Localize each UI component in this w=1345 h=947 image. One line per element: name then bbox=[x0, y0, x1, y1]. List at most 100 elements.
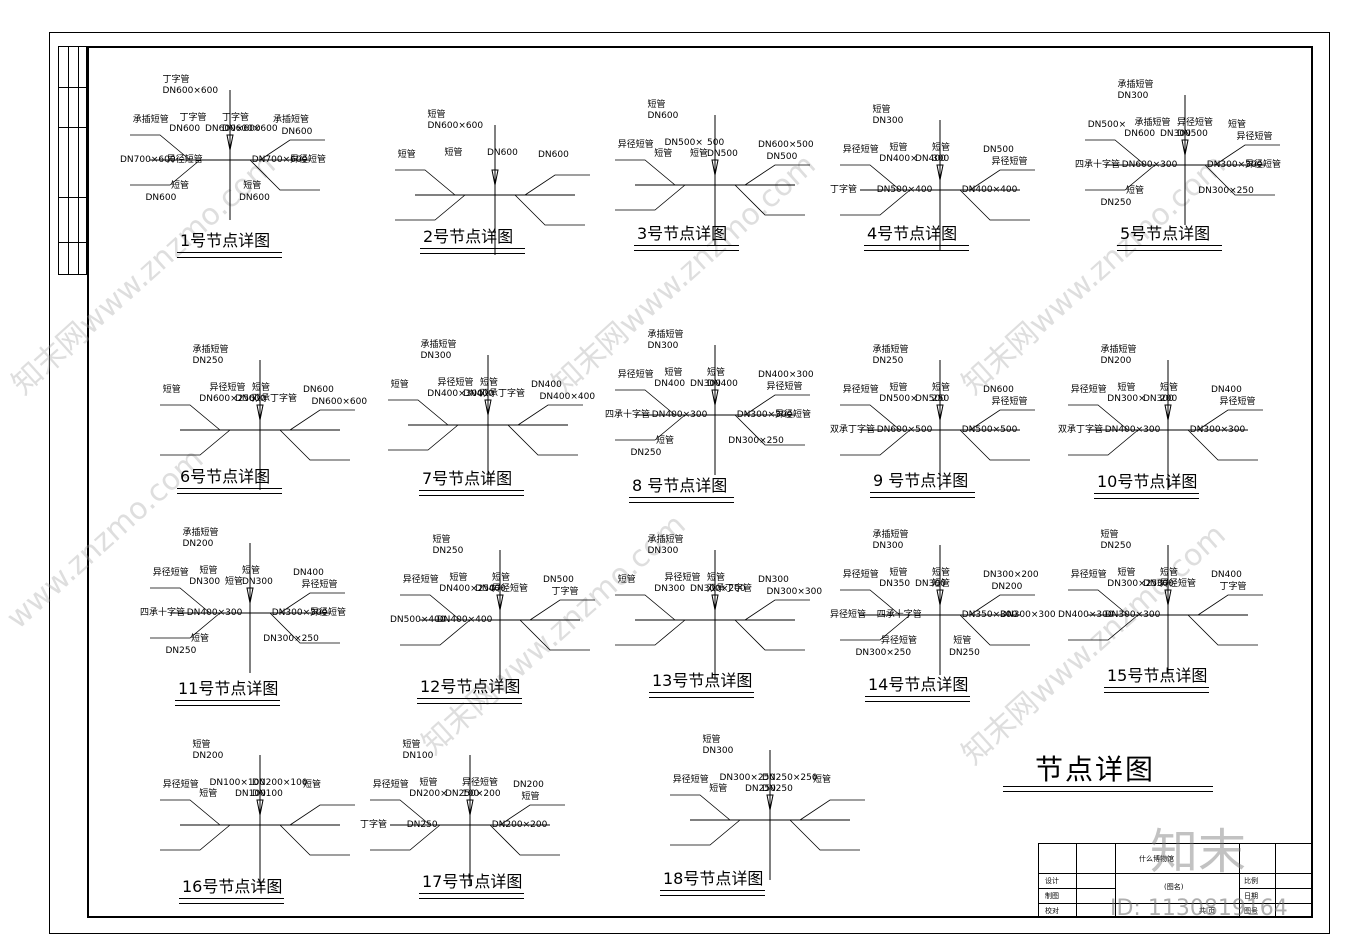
node-label: 异径短管 bbox=[462, 778, 499, 788]
node-label: DN400 bbox=[1211, 569, 1242, 580]
node-label: DN500 bbox=[543, 574, 574, 585]
node-label: 双承丁字管 bbox=[252, 394, 298, 405]
node-label: 异径短管 bbox=[1160, 579, 1197, 590]
node-label: 短管 bbox=[444, 148, 463, 158]
node-label: 短管 bbox=[707, 573, 726, 583]
title-block-date: 日期 bbox=[1244, 892, 1258, 900]
pipe-junction-sketch bbox=[840, 120, 1035, 250]
node-label: DN300 bbox=[758, 574, 789, 585]
node-label: DN300 bbox=[1143, 579, 1174, 590]
node-label: 短管 bbox=[1117, 383, 1136, 393]
node-label: DN700×600 bbox=[120, 154, 176, 165]
node-label: DN300×250 bbox=[728, 436, 784, 447]
node-label: 短管 bbox=[162, 384, 181, 395]
node-label: 短管 bbox=[191, 634, 210, 645]
node-label: 300 bbox=[1228, 424, 1246, 435]
node-title-underline bbox=[660, 890, 765, 896]
node-label: DN250 bbox=[762, 784, 793, 795]
node-label: 丁字管 bbox=[162, 75, 190, 85]
node-label: DN600 bbox=[239, 192, 270, 203]
node-label: DN250 bbox=[949, 647, 980, 658]
node-label: DN600×600 bbox=[205, 124, 261, 135]
node-label: 短管 bbox=[932, 143, 951, 153]
node-label: DN300× bbox=[1107, 394, 1146, 405]
node-label: DN500×500 bbox=[961, 424, 1018, 435]
node-label: DN400 bbox=[531, 379, 562, 390]
node-label: 承插短管 bbox=[182, 528, 219, 538]
node-title-underline bbox=[1104, 687, 1209, 693]
node-label: 短管 bbox=[656, 436, 675, 447]
node-label: DN400×300 bbox=[651, 409, 708, 420]
node-label: DN600×600 bbox=[311, 397, 368, 408]
node-label: 短管 bbox=[171, 181, 190, 192]
node-label: 异径短管 bbox=[372, 779, 409, 790]
node-label: DN300×250 bbox=[263, 634, 319, 645]
node-label: DN600×600 bbox=[162, 86, 219, 97]
node-label: 双承丁字管 bbox=[707, 584, 753, 595]
node-label: DN100 bbox=[235, 789, 266, 800]
node-label: 异径短管 bbox=[209, 383, 246, 393]
node-label: DN600 bbox=[145, 192, 177, 203]
node-label: 异径短管 bbox=[991, 397, 1028, 408]
title-block-design: 设计 bbox=[1045, 877, 1059, 885]
node-label: 短管 bbox=[199, 789, 218, 800]
node-label: 短管 bbox=[889, 568, 908, 578]
node-label: 异径短管 bbox=[1070, 384, 1107, 395]
node-label: 异径短管 bbox=[1245, 159, 1282, 170]
node-title-9: 9 号节点详图 bbox=[873, 471, 969, 490]
node-label: 异径短管 bbox=[290, 154, 327, 165]
node-label: 异径短管 bbox=[1219, 397, 1256, 408]
node-label: DN400×300 bbox=[758, 369, 814, 380]
node-label: 500 bbox=[707, 138, 725, 148]
node-label: DN250×200 bbox=[445, 789, 501, 800]
node-label: DN200 bbox=[991, 582, 1023, 593]
node-title-11: 11号节点详图 bbox=[178, 679, 279, 698]
node-label: DN400 bbox=[463, 389, 494, 400]
node-label: DN400×400 bbox=[961, 184, 1018, 195]
node-label: DN250×250 bbox=[762, 773, 818, 783]
node-label: DN400 bbox=[915, 154, 946, 165]
node-label: 异径短管 bbox=[437, 378, 474, 388]
node-title-10: 10号节点详图 bbox=[1097, 472, 1198, 491]
node-label: 短管 bbox=[243, 181, 262, 192]
node-title-underline bbox=[419, 490, 524, 496]
node-label: DN400 bbox=[654, 379, 686, 390]
node-label: 四承十字管 bbox=[876, 609, 922, 620]
node-label: DN400×300 bbox=[1058, 609, 1114, 620]
node-label: DN600 bbox=[983, 384, 1014, 395]
node-label: 短管 bbox=[1117, 568, 1136, 578]
node-label: DN300×300 bbox=[1000, 609, 1056, 620]
node-title-underline bbox=[1117, 245, 1222, 251]
node-label: DN300 bbox=[654, 584, 686, 595]
node-label: DN200× bbox=[409, 789, 448, 800]
node-label: DN600 bbox=[647, 111, 679, 122]
node-label: 短管 bbox=[242, 566, 261, 576]
node-title-13: 13号节点详图 bbox=[652, 671, 753, 690]
node-label: DN300×300 bbox=[736, 409, 793, 420]
node-label: 承插短管 bbox=[1134, 118, 1171, 128]
node-label: 短管 bbox=[813, 774, 832, 785]
node-label: DN500 bbox=[707, 149, 738, 160]
node-label: DN300 bbox=[1143, 394, 1174, 405]
node-title-underline bbox=[417, 698, 522, 704]
node-label: 200 bbox=[1160, 394, 1178, 405]
main-title-underline bbox=[1003, 786, 1213, 792]
node-label: 承插短管 bbox=[872, 345, 909, 355]
node-label: DN500 bbox=[1177, 129, 1208, 140]
title-block-draw: 制图 bbox=[1045, 892, 1059, 900]
node-label: 异径短管 bbox=[775, 409, 812, 420]
node-label: DN250 bbox=[165, 645, 197, 656]
node-label: 双承丁字管 bbox=[480, 389, 526, 400]
node-label: 异径短管 bbox=[492, 584, 529, 595]
drawing-frame bbox=[87, 46, 1313, 918]
node-label: 短管 bbox=[932, 579, 951, 590]
node-label: 双承丁字管 bbox=[1058, 424, 1104, 435]
node-title-underline bbox=[419, 893, 524, 899]
node-title-underline bbox=[1094, 493, 1199, 499]
node-label: 短管 bbox=[690, 149, 709, 160]
node-title-underline bbox=[649, 692, 754, 698]
node-label: DN200×200 bbox=[491, 819, 548, 830]
node-label: 短管 bbox=[1100, 530, 1119, 540]
node-label: DN200 bbox=[182, 539, 214, 550]
node-label: 承插短管 bbox=[647, 330, 684, 340]
